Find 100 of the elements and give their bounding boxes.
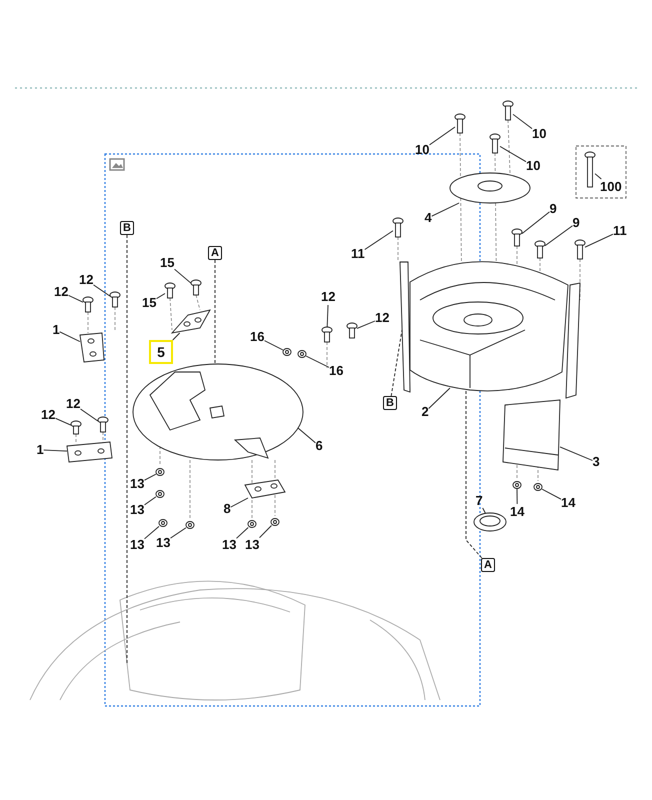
nut-drawing: [270, 518, 280, 526]
disc-plate-drawing: [132, 364, 304, 460]
leader-line: [431, 202, 460, 217]
reference-line: [214, 260, 216, 364]
callout-number: 12: [375, 310, 390, 326]
nut-drawing: [158, 519, 168, 527]
callout-number: 1: [36, 442, 44, 458]
callout-number: 12: [79, 272, 94, 288]
screw-drawing: [190, 280, 202, 296]
leader-line: [584, 234, 614, 248]
leader-line: [230, 498, 248, 508]
leader-line: [482, 508, 486, 514]
screw-drawing: [164, 282, 176, 298]
screw-drawing: [322, 326, 332, 342]
nut-drawing: [534, 483, 542, 491]
callout-number: 12: [54, 284, 68, 300]
engine-housing-drawing: [30, 580, 440, 700]
leader-line: [516, 488, 518, 504]
screw-drawing: [584, 152, 596, 188]
screw-drawing: [574, 240, 586, 260]
leader-line: [80, 408, 98, 422]
leader-line: [259, 525, 272, 538]
nut-drawing: [186, 521, 194, 529]
screw-drawing: [392, 218, 404, 238]
nut-drawing: [156, 490, 164, 498]
bracket-drawing: [66, 442, 112, 462]
leader-line: [500, 146, 526, 162]
callout-number: 15: [160, 255, 174, 271]
plate-drawing: [244, 480, 286, 498]
fan-housing-drawing: [400, 261, 580, 399]
leader-line: [264, 340, 284, 350]
deflector-drawing: [502, 400, 560, 471]
bracket-drawing: [79, 332, 104, 362]
callout-number: 11: [351, 246, 365, 262]
screw-drawing: [454, 114, 466, 134]
callout-number: 1: [52, 322, 60, 338]
leader-line: [326, 304, 328, 328]
callout-number: 15: [142, 295, 156, 311]
screw-drawing: [490, 134, 500, 154]
reference-letter: A: [481, 558, 495, 572]
reference-letter: B: [120, 221, 134, 235]
leader-line: [144, 526, 160, 540]
screw-drawing: [110, 292, 120, 308]
leader-line: [172, 332, 180, 340]
callout-number: 10: [526, 158, 540, 174]
leader-line: [560, 446, 593, 461]
leader-line: [55, 418, 72, 426]
leader-line: [512, 114, 532, 130]
leader-line: [68, 294, 84, 303]
callout-number: 10: [415, 142, 430, 158]
reference-line: [466, 390, 482, 558]
callout-number: 13: [130, 476, 144, 492]
leader-line: [428, 388, 450, 409]
leader-line: [298, 428, 316, 444]
reference-line: [390, 330, 402, 396]
callout-number: 16: [329, 363, 344, 379]
highlighted-callout-number: 5: [149, 340, 173, 364]
reference-line: [126, 234, 128, 664]
callout-number: 12: [66, 396, 80, 412]
leader-line: [544, 225, 573, 246]
screw-drawing: [82, 296, 94, 312]
leader-line: [306, 356, 330, 368]
callout-number: 100: [600, 179, 622, 195]
leader-line: [522, 211, 550, 234]
screw-drawing: [502, 100, 514, 120]
callout-number: 14: [561, 495, 576, 511]
nut-drawing: [298, 350, 306, 358]
callout-number: 16: [250, 329, 264, 345]
leader-line: [43, 450, 68, 452]
leader-line: [144, 474, 156, 481]
plate-drawing: [450, 172, 530, 204]
ring-drawing: [474, 512, 506, 532]
nut-drawing: [248, 520, 256, 528]
leader-line: [542, 488, 562, 500]
reference-letter: B: [383, 396, 397, 410]
leader-line: [156, 293, 166, 300]
leader-line: [174, 268, 192, 284]
nut-drawing: [512, 481, 522, 489]
callout-number: 13: [222, 537, 236, 553]
reference-letter: A: [208, 246, 222, 260]
leader-line: [364, 230, 394, 250]
callout-number: 12: [41, 407, 56, 423]
screw-drawing: [512, 228, 522, 246]
callout-number: 9: [550, 201, 557, 217]
callout-number: 13: [245, 537, 260, 553]
callout-number: 10: [532, 126, 546, 142]
bracket-drawing: [170, 309, 211, 334]
callout-number: 12: [321, 289, 336, 305]
callout-number: 7: [476, 493, 483, 509]
callout-number: 2: [422, 404, 429, 420]
callout-number: 3: [592, 454, 600, 470]
screw-drawing: [346, 322, 358, 338]
screw-drawing: [98, 416, 108, 432]
callout-number: 13: [130, 502, 144, 518]
leader-line: [144, 496, 156, 506]
leader-line: [59, 331, 80, 342]
screw-drawing: [534, 240, 546, 258]
callout-number: 8: [224, 501, 231, 517]
callout-number: 13: [156, 535, 170, 551]
callout-number: 11: [613, 223, 627, 239]
